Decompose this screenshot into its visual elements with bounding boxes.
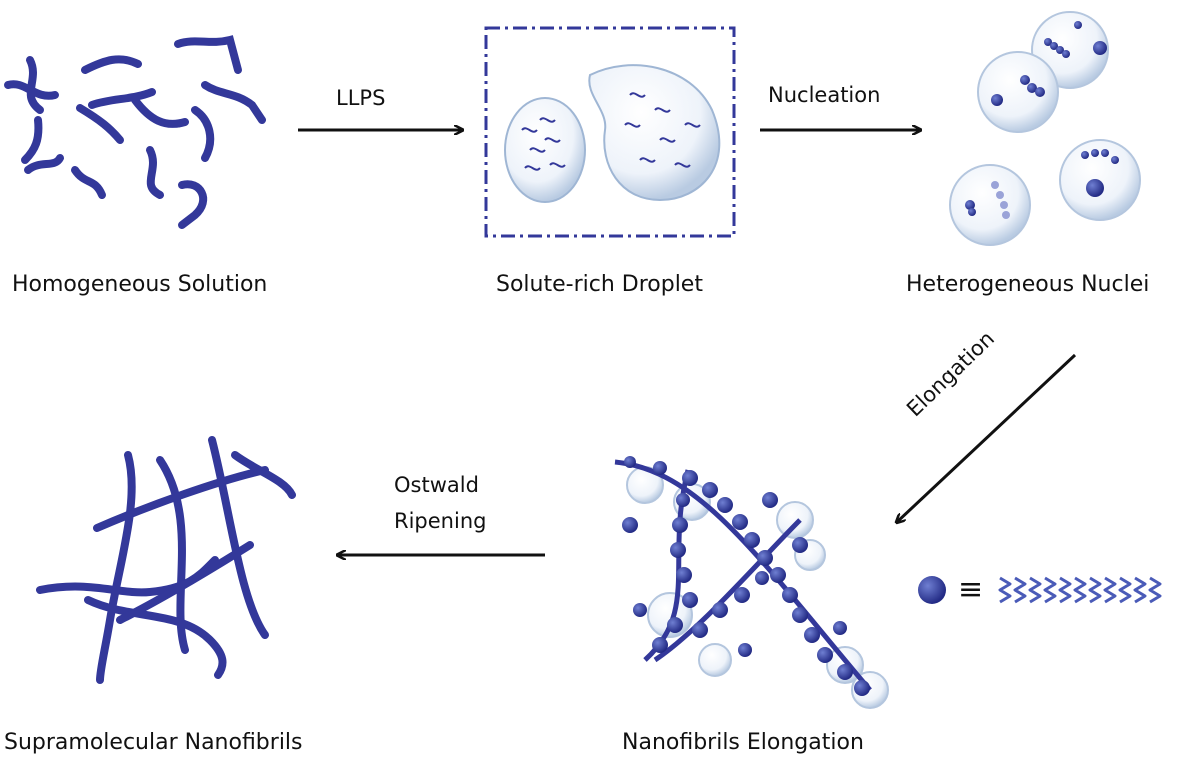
stage-label-droplet: Solute-rich Droplet [496, 272, 703, 297]
ostwald-label-line1: Ostwald [394, 473, 479, 497]
elongation-group [614, 456, 889, 709]
droplet-group [504, 64, 721, 203]
equivalence-symbol: ≡ [958, 572, 984, 607]
llps-label: LLPS [336, 86, 386, 110]
bead-icon [918, 576, 946, 604]
beta-sheet-icon [998, 576, 1162, 604]
stage-label-elongation: Nanofibrils Elongation [622, 730, 864, 755]
bead-legend [918, 576, 1162, 604]
stage-label-supramolecular: Supramolecular Nanofibrils [4, 730, 303, 755]
nuclei-group [949, 11, 1141, 246]
ostwald-label-line2: Ripening [394, 509, 487, 533]
stage-label-homogeneous: Homogeneous Solution [12, 272, 268, 297]
nucleation-label: Nucleation [768, 83, 881, 107]
droplet-frame [484, 26, 736, 238]
supramolecular-fibers [36, 436, 296, 684]
homogeneous-fibers [4, 35, 266, 229]
stage-label-nuclei: Heterogeneous Nuclei [906, 272, 1150, 297]
elongation-arrow [897, 353, 1077, 522]
